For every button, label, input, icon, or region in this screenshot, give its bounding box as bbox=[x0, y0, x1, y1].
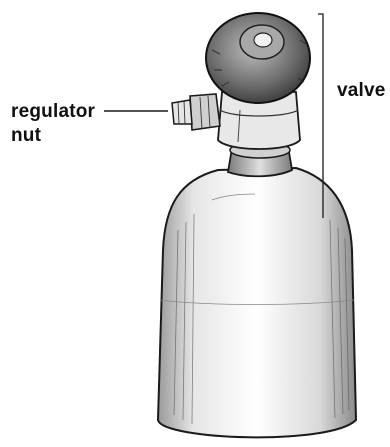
regulator-nut-label-line2: nut bbox=[11, 125, 41, 147]
regulator-nut-shape bbox=[190, 94, 220, 130]
regulator-nut-label: regulator bbox=[11, 101, 95, 123]
valve-label: valve bbox=[337, 80, 386, 102]
regulator-outlet-stub bbox=[172, 100, 192, 124]
handwheel-center-cap bbox=[254, 33, 272, 47]
